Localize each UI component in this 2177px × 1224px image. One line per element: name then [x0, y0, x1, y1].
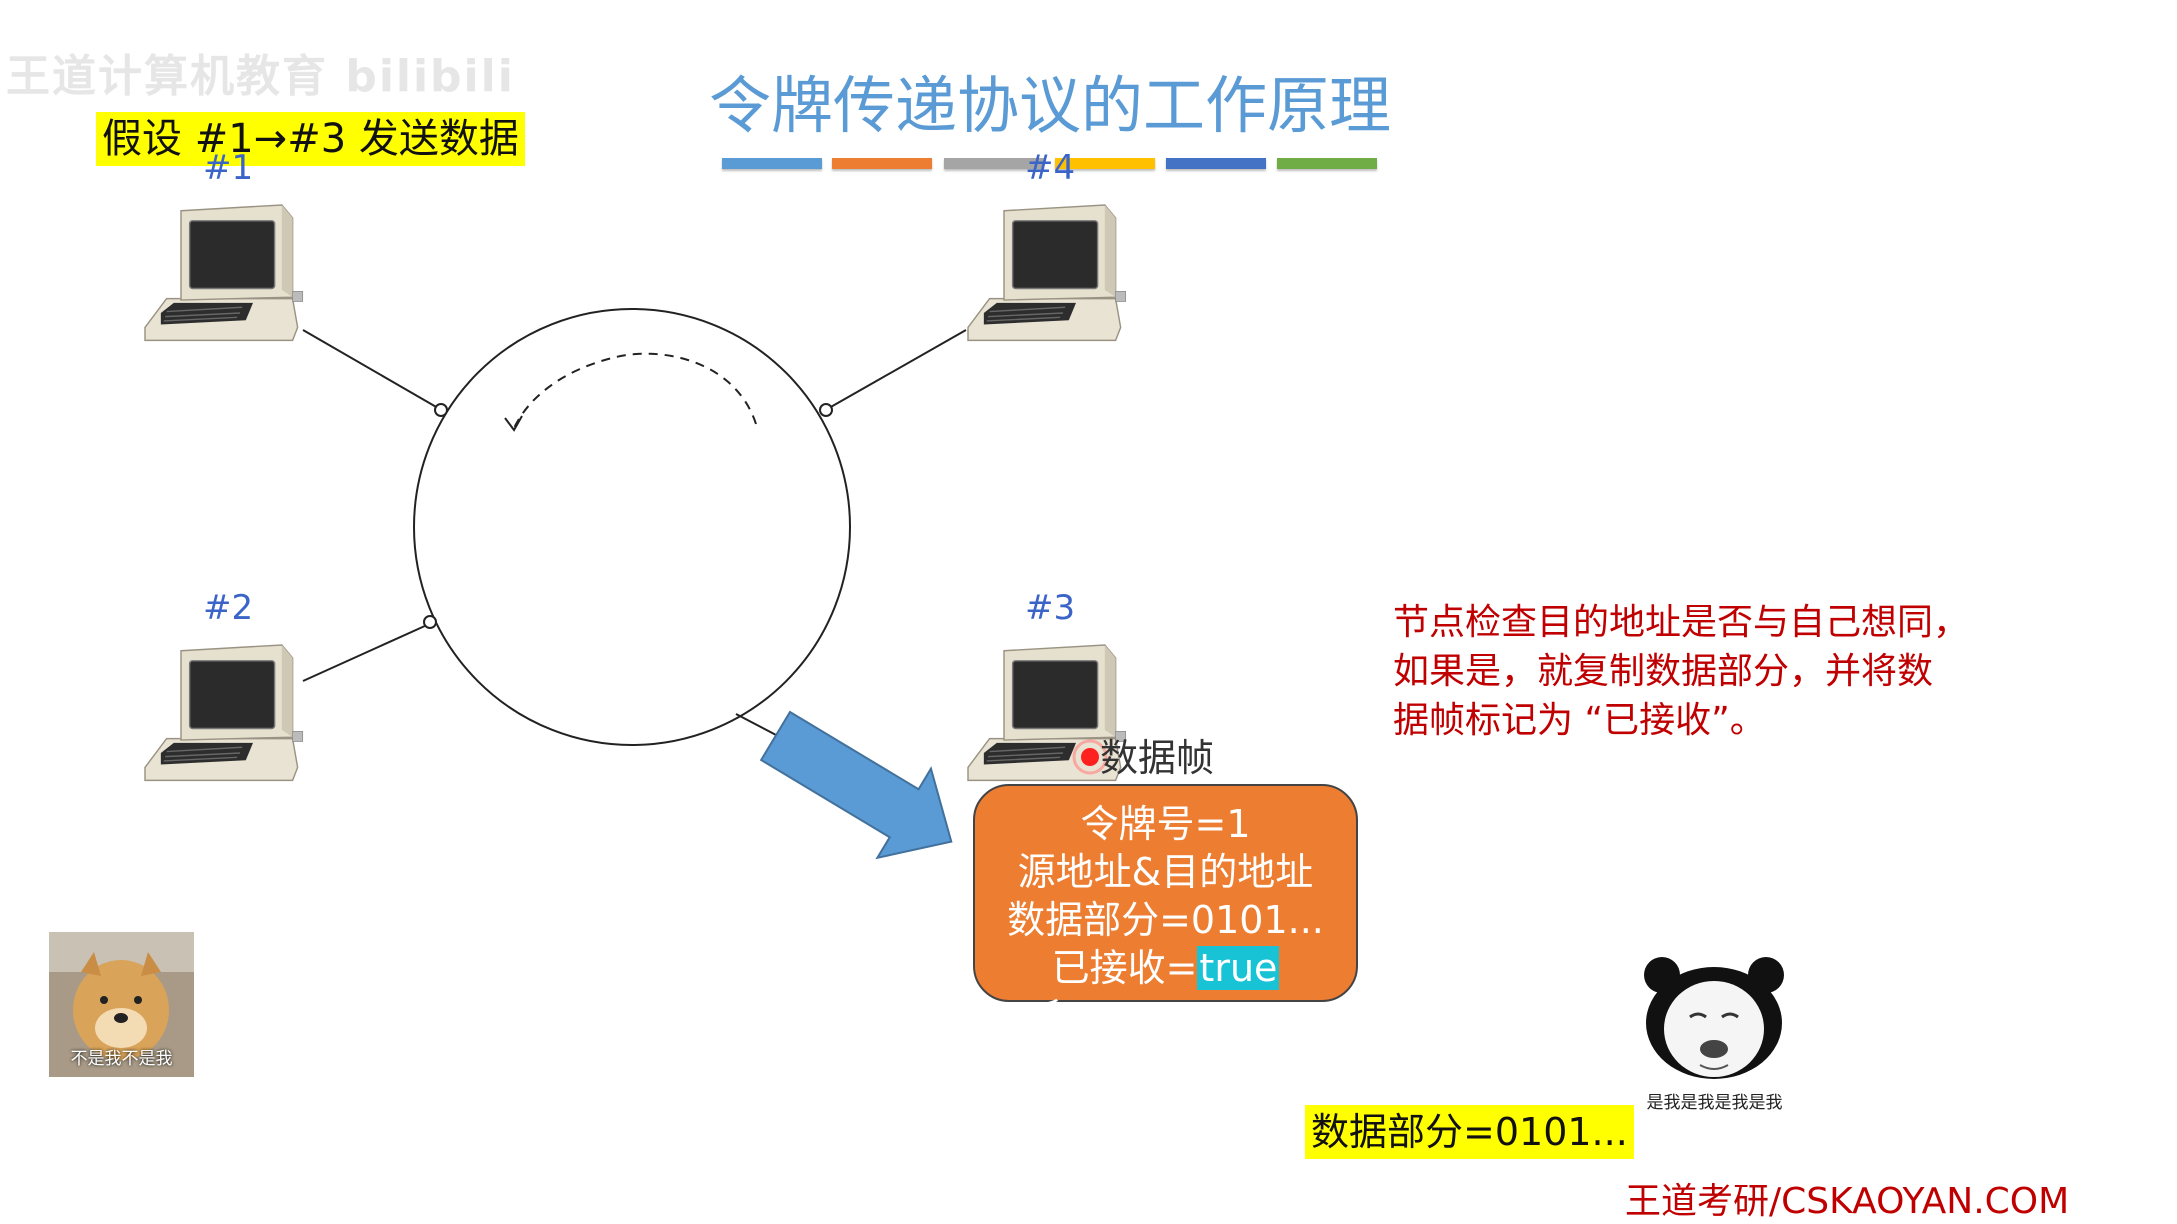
node-label-1: #1: [203, 148, 254, 188]
rotation-arrowhead: [504, 415, 523, 432]
data-frame: 令牌号=1 源地址&目的地址 数据部分=0101... 已接收=true: [973, 784, 1358, 1002]
watermark: 王道计算机教育 bilibili: [6, 51, 515, 102]
link-2: [302, 624, 428, 682]
frame-addresses: 源地址&目的地址: [1017, 850, 1314, 894]
underline-bar-blue: [722, 158, 822, 169]
underline-bar-orange: [832, 158, 932, 169]
link-1: [302, 329, 439, 409]
node-label-2: #2: [203, 588, 254, 628]
connector-2: [423, 615, 437, 629]
frame-received-label: 已接收=: [1051, 946, 1198, 990]
activity-light: [1081, 748, 1099, 766]
frame-title: 数据帧: [1100, 736, 1215, 780]
explanation-note: 节点检查目的地址是否与自己想同， 如果是，就复制数据部分，并将数 据帧标记为 “…: [1393, 598, 2053, 745]
copied-data-label: 数据部分=0101...: [1305, 1105, 1634, 1159]
assumption-label: 假设 #1→#3 发送数据: [96, 112, 525, 166]
frame-received: 已接收=true: [975, 944, 1356, 992]
frame-token: 令牌号=1: [1080, 802, 1251, 846]
footer-brand: 王道考研/CSKAOYAN.COM: [1625, 1181, 2070, 1222]
note-line-3: 据帧标记为 “已接收”。: [1393, 700, 1766, 741]
copy-arrow: [759, 710, 953, 860]
frame-received-value: true: [1197, 946, 1280, 990]
dog-face-icon: [49, 932, 194, 1077]
computer-2: [144, 644, 304, 782]
link-4: [828, 329, 967, 409]
note-line-2: 如果是，就复制数据部分，并将数: [1393, 651, 1934, 692]
computer-1: [144, 204, 304, 342]
panda-meme-caption: 是我是我是我是我: [1646, 1093, 1783, 1113]
slide: 王道计算机教育 bilibili 假设 #1→#3 发送数据 令牌传递协议的工作…: [6, 51, 2069, 1222]
dog-meme-caption: 不是我不是我: [70, 1049, 173, 1069]
node-label-4: #4: [1025, 148, 1076, 188]
computer-4: [967, 204, 1127, 342]
note-line-1: 节点检查目的地址是否与自己想同，: [1393, 602, 1970, 643]
underline-bar-yellow: [1055, 158, 1155, 169]
underline-bar-gray: [944, 158, 1044, 169]
underline-bar-navy: [1166, 158, 1266, 169]
token-ring: [413, 308, 851, 746]
panda-meme-image: [1640, 957, 1788, 1082]
dog-meme-image: 不是我不是我: [49, 932, 194, 1077]
frame-data: 数据部分=0101...: [1007, 898, 1324, 942]
connector-1: [434, 403, 448, 417]
slide-title: 令牌传递协议的工作原理: [708, 69, 1391, 142]
rotation-arrow: [513, 352, 757, 429]
ring-diagram: [144, 204, 1127, 860]
connector-4: [819, 403, 833, 417]
node-label-3: #3: [1025, 588, 1076, 628]
panda-face-icon: [1644, 957, 1784, 1079]
underline-bar-green: [1277, 158, 1377, 169]
